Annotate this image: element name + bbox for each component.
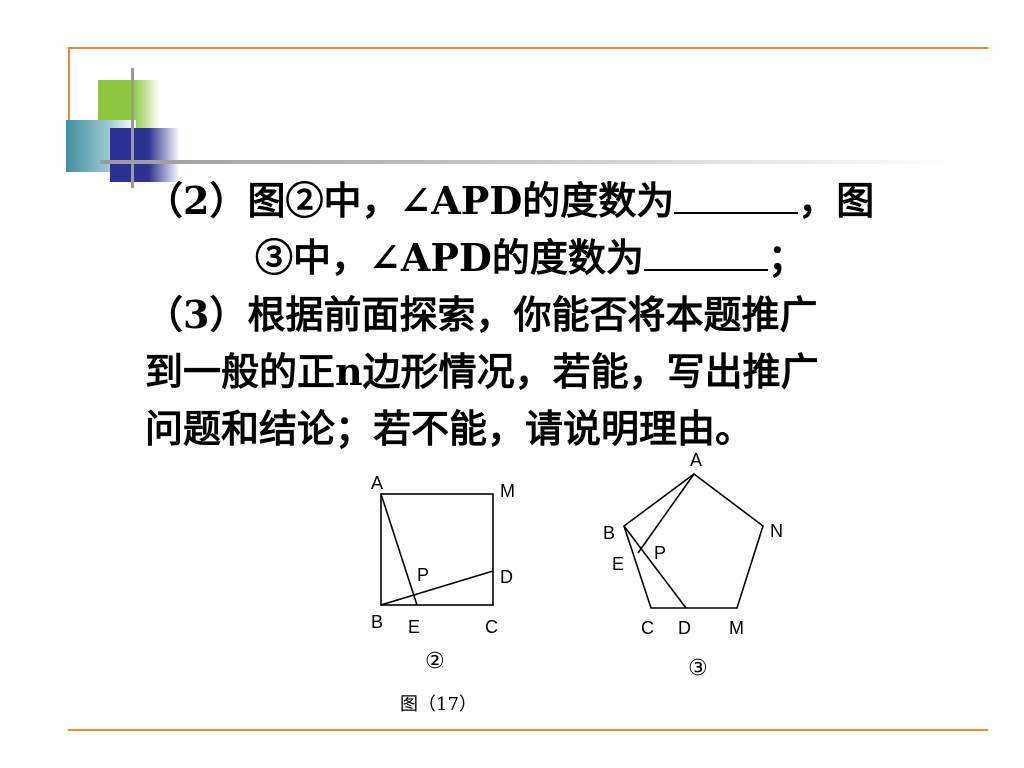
question-line-4: 到一般的正n边形情况，若能，写出推广 <box>145 349 819 394</box>
square-shape <box>380 493 494 606</box>
label-P-square: P <box>417 565 429 585</box>
question-line-2-text: ③中，∠APD的度数为 <box>255 235 644 280</box>
label-D-pentagon: D <box>678 618 691 638</box>
segment-AE <box>380 493 418 606</box>
label-M-pentagon: M <box>729 618 744 638</box>
question-line-5: 问题和结论；若不能，请说明理由。 <box>145 406 754 451</box>
blue-square-decoration <box>110 128 180 182</box>
segment-BD <box>380 570 494 606</box>
top-border-line <box>68 47 988 49</box>
label-D-square: D <box>500 567 513 587</box>
label-A-square: A <box>371 473 383 493</box>
caption-pentagon: ③ <box>688 655 708 680</box>
question-line-1-tail: ，图 <box>798 178 875 223</box>
pentagon-figure <box>623 473 764 609</box>
question-line-2: ③中，∠APD的度数为 ； <box>145 229 975 286</box>
pentagon-shape <box>623 473 764 609</box>
caption-square: ② <box>425 648 445 673</box>
label-N-pentagon: N <box>770 521 783 541</box>
segment-AE-pentagon <box>637 473 695 554</box>
label-P-pentagon: P <box>654 543 666 563</box>
label-C-pentagon: C <box>641 618 654 638</box>
bottom-border-line <box>68 729 988 731</box>
label-A-pentagon: A <box>690 450 702 470</box>
question-line-3: （3）根据前面探索，你能否将本题推广 <box>145 292 818 337</box>
gray-horizontal-line <box>100 160 950 164</box>
label-B-square: B <box>371 612 383 632</box>
square-figure <box>380 493 494 606</box>
label-M-square: M <box>500 481 515 501</box>
question-line-2-tail: ； <box>767 235 806 280</box>
answer-blank-2 <box>643 237 768 271</box>
left-border-line <box>68 47 70 122</box>
label-B-pentagon: B <box>603 523 615 543</box>
answer-blank-1 <box>674 180 799 214</box>
question-line-1-text: （2）图②中，∠APD的度数为 <box>145 178 675 223</box>
figure-caption: 图（17） <box>400 694 477 715</box>
gray-vertical-line <box>131 68 134 188</box>
label-E-square: E <box>408 617 420 637</box>
segment-BD-pentagon <box>623 525 687 609</box>
question-line-1: （2）图②中，∠APD的度数为 ，图 <box>145 172 975 229</box>
label-E-pentagon: E <box>612 554 624 574</box>
question-text: （2）图②中，∠APD的度数为 ，图 ③中，∠APD的度数为 ； （3）根据前面探索… <box>145 172 975 457</box>
label-C-square: C <box>485 617 498 637</box>
